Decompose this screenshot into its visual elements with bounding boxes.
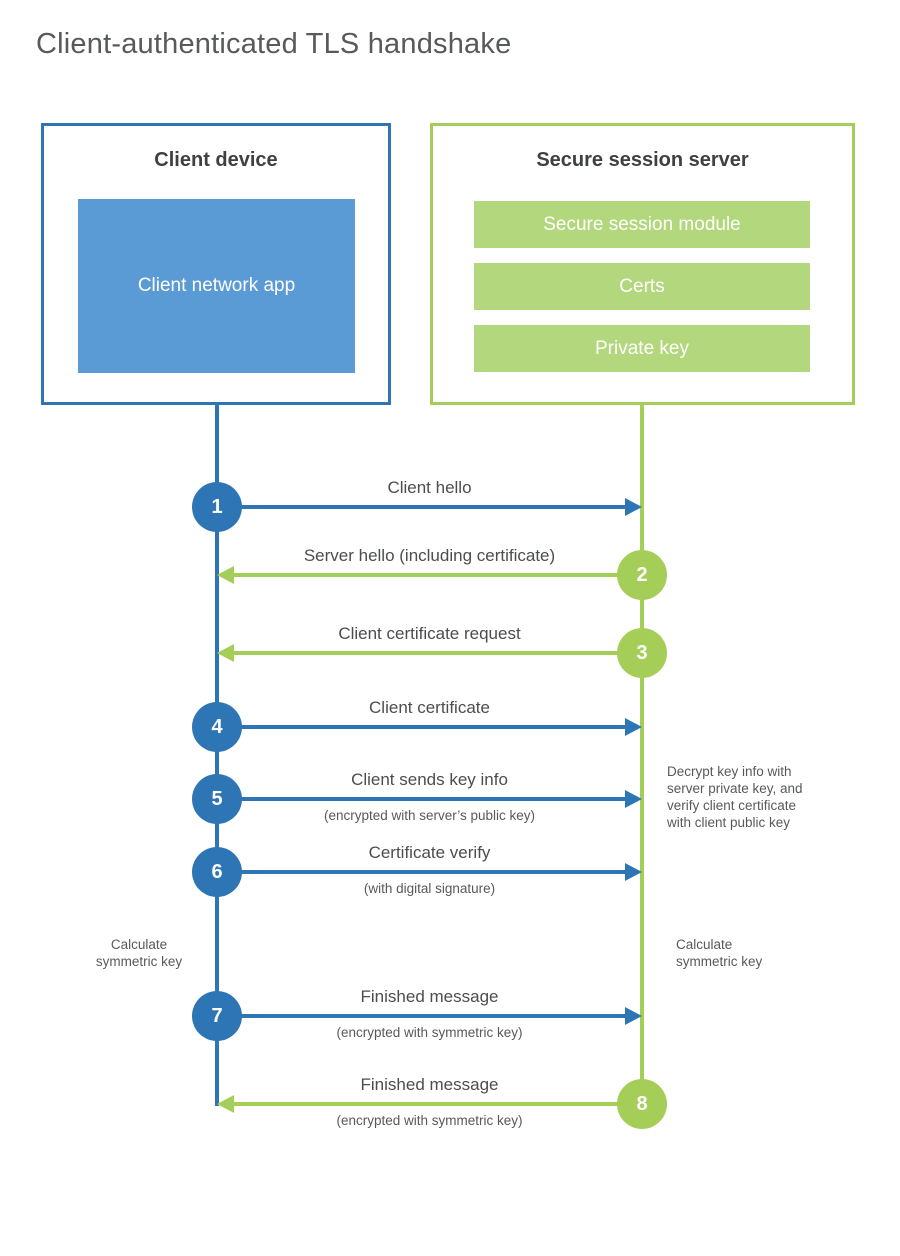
client-box-title: Client device (154, 149, 278, 171)
arrow-line (217, 505, 625, 509)
step-badge-4: 4 (192, 702, 242, 752)
client-lifeline (215, 404, 219, 1106)
step-badge-2: 2 (617, 550, 667, 600)
message-sublabel: (encrypted with symmetric key) (336, 1113, 523, 1128)
arrowhead-right-icon (625, 863, 642, 881)
arrowhead-left-icon (217, 1095, 234, 1113)
arrow-line (217, 1014, 625, 1018)
arrowhead-right-icon (625, 498, 642, 516)
arrow-line (217, 797, 625, 801)
decrypt-note: Decrypt key info with server private key… (667, 764, 803, 830)
message-label: Finished message (360, 987, 499, 1006)
step-badge-3: 3 (617, 628, 667, 678)
page-title: Client-authenticated TLS handshake (36, 28, 512, 60)
message-label: Server hello (including certificate) (303, 546, 556, 565)
arrow-line (234, 651, 642, 655)
calculate-symmetric-key-right: Calculate symmetric key (676, 937, 763, 969)
client-network-app-node: Client network app (78, 199, 355, 373)
arrowhead-right-icon (625, 1007, 642, 1025)
step-badge-8: 8 (617, 1079, 667, 1129)
arrowhead-right-icon (625, 718, 642, 736)
step-badge-7: 7 (192, 991, 242, 1041)
message-label: Client certificate (369, 698, 490, 717)
message-label: Finished message (360, 1075, 499, 1094)
client-device-box: Client device Client network app (41, 123, 391, 405)
message-label: Client hello (387, 478, 472, 497)
arrowhead-left-icon (217, 644, 234, 662)
server-lifeline (640, 404, 644, 1106)
message-sublabel: (encrypted with server’s public key) (323, 808, 536, 823)
server-module-secure-session: Secure session module (474, 201, 810, 248)
server-module-private-key: Private key (474, 325, 810, 372)
calculate-symmetric-key-left: Calculate symmetric key (95, 937, 183, 969)
message-label: Client certificate request (338, 624, 521, 643)
message-sublabel: (with digital signature) (363, 881, 496, 896)
server-box-title: Secure session server (536, 149, 749, 171)
arrow-line (234, 1102, 642, 1106)
message-label: Certificate verify (368, 843, 491, 862)
arrowhead-left-icon (217, 566, 234, 584)
arrowhead-right-icon (625, 790, 642, 808)
client-network-app-label: Client network app (137, 274, 296, 296)
step-badge-5: 5 (192, 774, 242, 824)
step-badge-6: 6 (192, 847, 242, 897)
message-sublabel: (encrypted with symmetric key) (336, 1025, 523, 1040)
message-label: Client sends key info (351, 770, 508, 789)
arrow-line (217, 725, 625, 729)
arrow-line (234, 573, 642, 577)
step-badge-1: 1 (192, 482, 242, 532)
secure-session-server-box: Secure session server Secure session mod… (430, 123, 855, 405)
server-module-certs: Certs (474, 263, 810, 310)
arrow-line (217, 870, 625, 874)
